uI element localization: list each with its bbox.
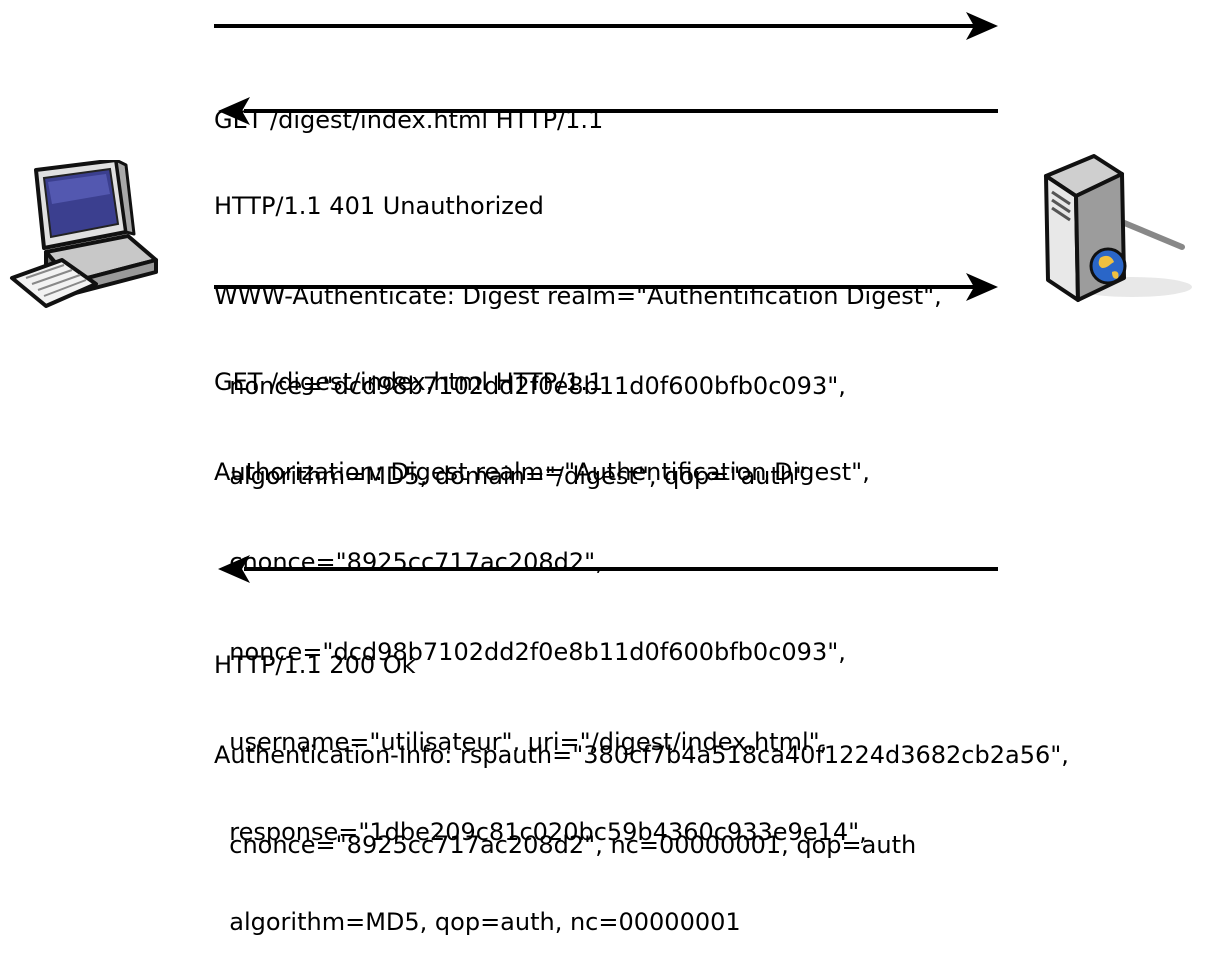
message-line: GET /digest/index.html HTTP/1.1: [214, 368, 604, 396]
computer-icon: [10, 160, 158, 308]
message-line: algorithm=MD5, domain="/digest", qop="au…: [214, 462, 807, 490]
request-arrow: [214, 273, 998, 301]
response-arrow: [218, 97, 998, 125]
web-server-icon: [1044, 154, 1192, 302]
response-arrow: [218, 555, 998, 583]
message-line: HTTP/1.1 200 Ok: [214, 651, 416, 679]
message-line: cnonce="8925cc717ac208d2", nc=00000001, …: [214, 831, 917, 859]
message-line: nonce="dcd98b7102dd2f0e8b11d0f600bfb0c09…: [214, 638, 846, 666]
message-200-ok: HTTP/1.1 200 Ok Authentication-Info: rsp…: [214, 590, 1069, 890]
message-line: cnonce="8925cc717ac208d2",: [214, 548, 603, 576]
request-arrow: [214, 12, 998, 40]
message-line: nonce="dcd98b7102dd2f0e8b11d0f600bfb0c09…: [214, 372, 846, 400]
message-line: algorithm=MD5, qop=auth, nc=00000001: [214, 908, 741, 936]
message-line: HTTP/1.1 401 Unauthorized: [214, 192, 544, 220]
message-line: Authorization: Digest realm="Authentific…: [214, 458, 870, 486]
message-line: Authentication-Info: rspauth="380cf7b4a5…: [214, 741, 1069, 769]
